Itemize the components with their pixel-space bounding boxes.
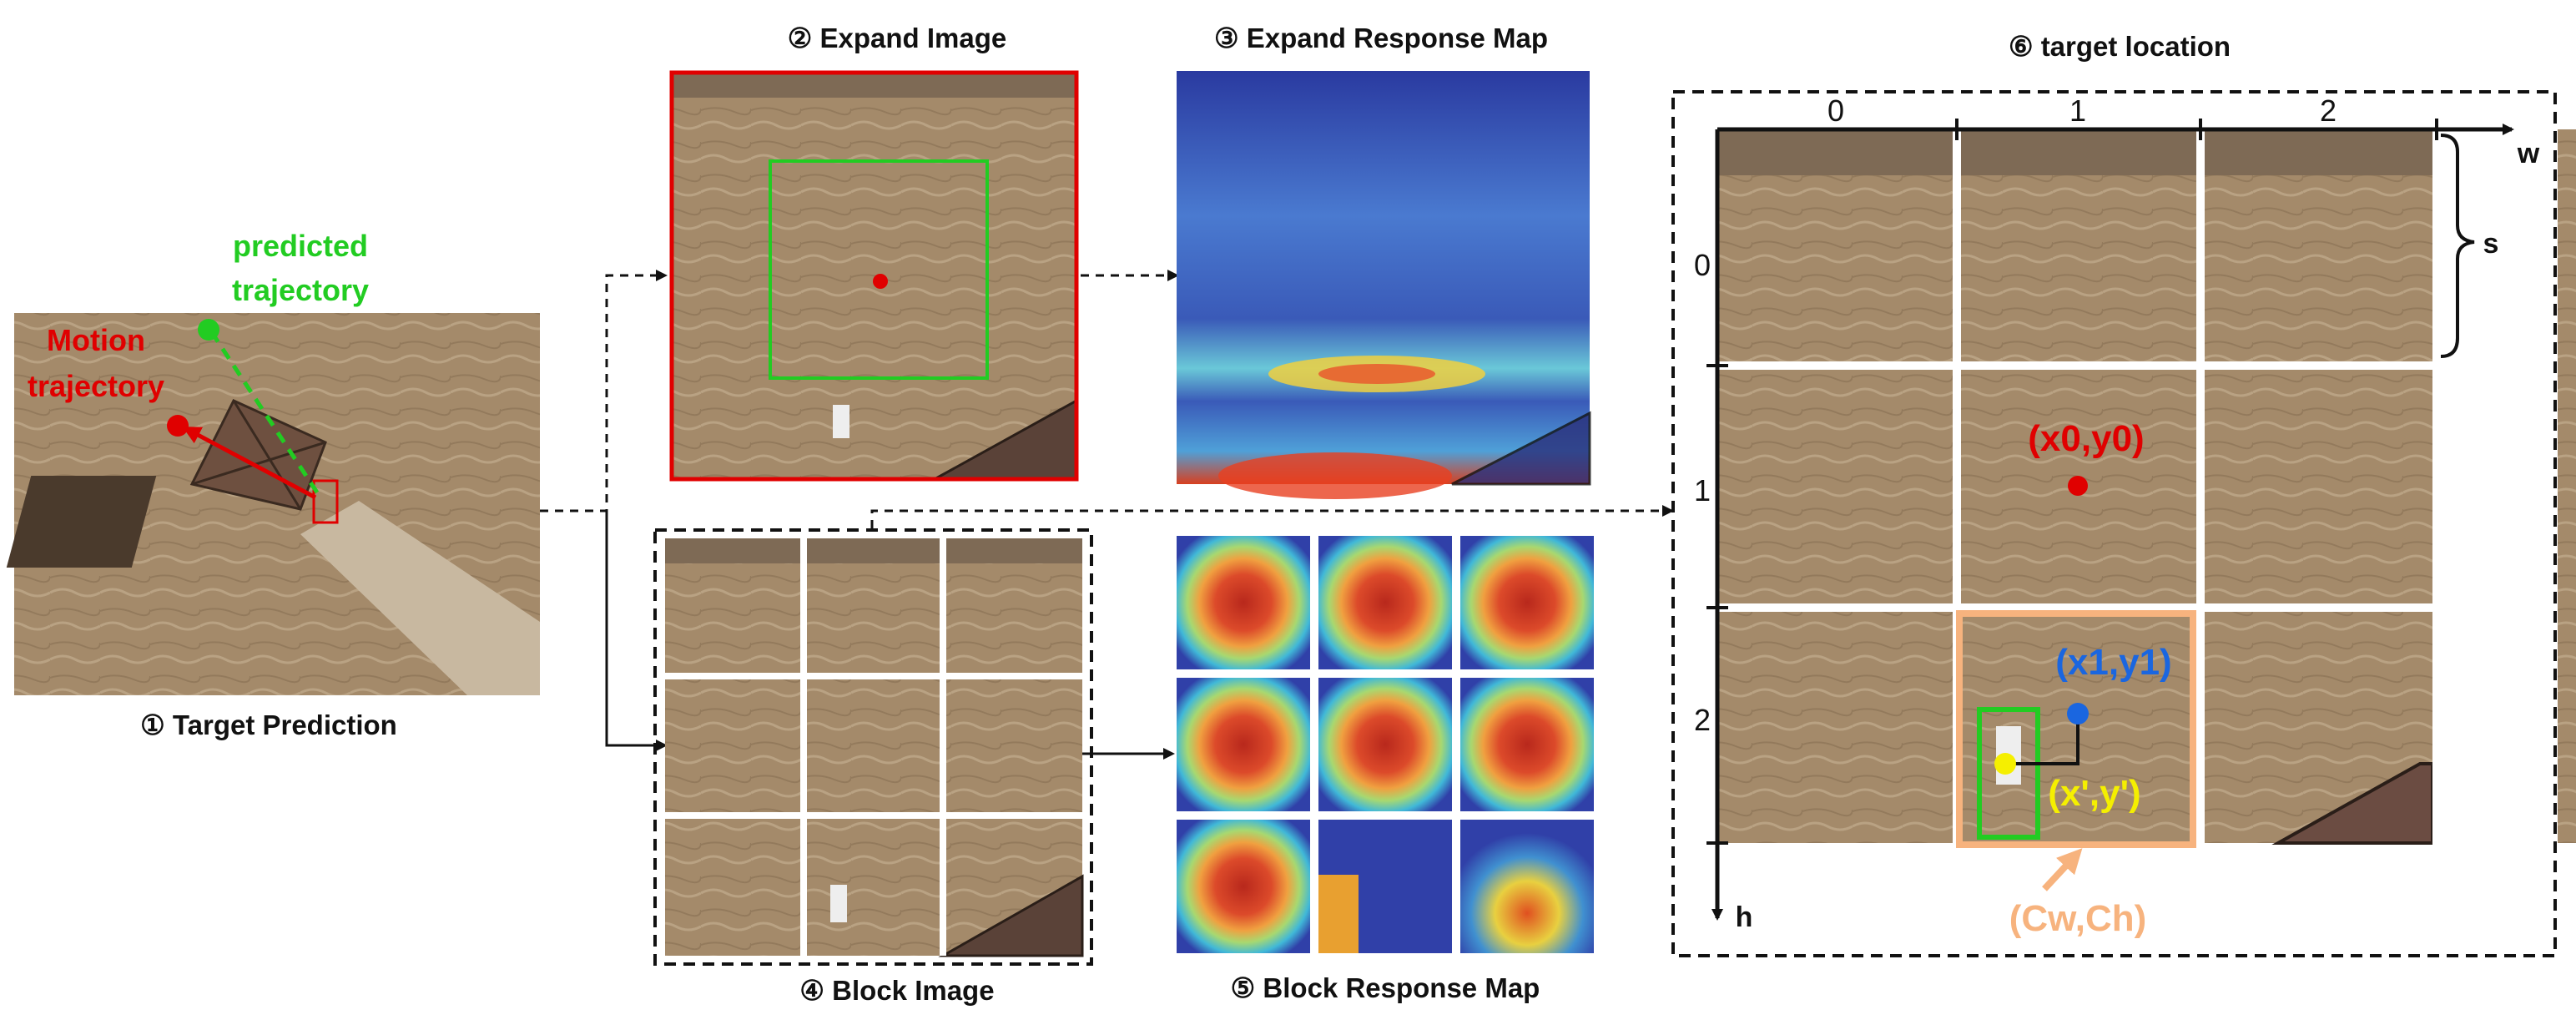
- point-x1-y1: [2067, 703, 2089, 725]
- label-cw-ch: (Cw,Ch): [2009, 898, 2147, 939]
- caption-block-response: ⑤ Block Response Map: [1231, 972, 1540, 1003]
- search-region-box: [769, 159, 989, 380]
- col-label-0: 0: [1827, 93, 1844, 128]
- caption-target-prediction: ① Target Prediction: [140, 709, 397, 740]
- candidate-box: [1956, 610, 2196, 848]
- target-box: [1977, 707, 2040, 840]
- expand-image-panel: ② Expand Image: [669, 23, 1079, 482]
- walkway: [300, 501, 540, 695]
- predicted-label-1: predicted: [233, 229, 368, 263]
- motion-trajectory-arrow: [182, 426, 317, 500]
- motion-label-2: trajectory: [28, 369, 164, 403]
- point-x0-y0: [2068, 476, 2088, 496]
- row-label-2: 2: [1694, 703, 1711, 737]
- predicted-trajectory-arrow: [210, 332, 320, 494]
- block-response-panel: ⑤ Block Response Map: [1177, 536, 1594, 1003]
- target-box-small: [312, 479, 339, 524]
- predicted-label-2: trajectory: [232, 273, 369, 307]
- connector-to-target-location: [870, 505, 1674, 528]
- size-label: s: [2483, 228, 2499, 260]
- row-label-1: 1: [1694, 473, 1711, 507]
- label-x0-y0: (x0,y0): [2028, 418, 2144, 459]
- row-label-0: 0: [1694, 248, 1711, 282]
- motion-point: [167, 415, 189, 437]
- motion-label-1: Motion: [47, 323, 145, 357]
- pavilion-shadow: [6, 476, 157, 568]
- center-point: [873, 274, 888, 289]
- point-x-prime: [1994, 753, 2016, 775]
- predicted-point: [198, 319, 219, 341]
- center-arrow: [2042, 848, 2083, 891]
- expand-response-panel: ③ Expand Response Map: [1177, 23, 1591, 499]
- caption-expand-response: ③ Expand Response Map: [1214, 23, 1548, 53]
- target-location-panel: ⑥ target location 0 1 2 0 1 2 w h s: [1671, 31, 2576, 957]
- axis-h-label: h: [1736, 901, 1753, 933]
- block-image-panel: ④ Block Image: [653, 528, 1093, 1006]
- target-prediction-panel: Motion trajectory predicted trajectory ①…: [6, 229, 540, 740]
- col-label-1: 1: [2069, 93, 2086, 128]
- size-brace: [2440, 134, 2475, 358]
- caption-block-image: ④ Block Image: [799, 975, 994, 1006]
- axis-w-label: w: [2517, 138, 2540, 169]
- connectors-left: [540, 270, 668, 751]
- label-x-prime: (x',y'): [2048, 773, 2140, 814]
- caption-expand-image: ② Expand Image: [788, 23, 1007, 53]
- col-label-2: 2: [2320, 93, 2337, 128]
- caption-target-location: ⑥ target location: [2009, 31, 2231, 62]
- label-x1-y1: (x1,y1): [2055, 642, 2171, 683]
